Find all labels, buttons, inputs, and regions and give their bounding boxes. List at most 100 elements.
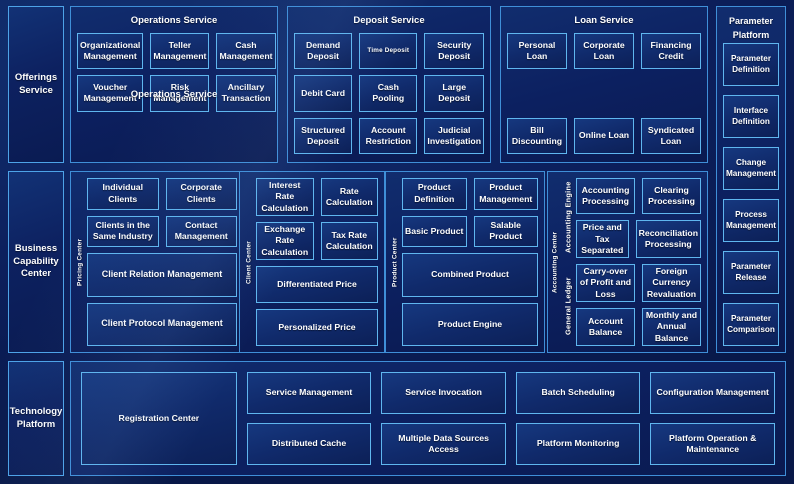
cell-security-deposit[interactable]: Security Deposit: [424, 33, 484, 70]
cell-individual-clients[interactable]: Individual Clients: [87, 178, 159, 210]
cell-teller-management[interactable]: Teller Management: [150, 33, 210, 70]
vlabel-accounting-center: Accounting Center: [551, 231, 559, 293]
cell-multiple-data-sources-access[interactable]: Multiple Data Sources Access: [381, 423, 506, 465]
cell-product-management[interactable]: Product Management: [473, 178, 538, 210]
grid-client-center: Interest Rate Calculation Rate Calculati…: [256, 178, 378, 346]
cell-service-management[interactable]: Service Management: [246, 372, 372, 414]
cell-basic-product[interactable]: Basic Product: [402, 215, 467, 248]
cell-voucher-management[interactable]: Voucher Management: [77, 75, 144, 112]
group-pricing-center[interactable]: Pricing Center Individual Clients Corpor…: [70, 171, 244, 353]
group-technology-platform[interactable]: Registration Center Service Management D…: [70, 361, 786, 476]
cell-clients-in-the-same-industry[interactable]: Clients in the Same Industry: [87, 215, 159, 248]
cell-configuration-management[interactable]: Configuration Management: [650, 372, 776, 414]
cell-rate-calculation[interactable]: Rate Calculation: [320, 178, 378, 216]
cell-carry-over-of-profit-and-loss[interactable]: Carry-over of Profit and Loss: [576, 264, 635, 303]
cell-personalized-price[interactable]: Personalized Price: [256, 308, 378, 346]
cell-organizational-management[interactable]: Organizational Management: [77, 33, 144, 70]
group-parameter-platform[interactable]: Parameter Platform Parameter Definition …: [716, 6, 786, 353]
cell-debit-card[interactable]: Debit Card: [294, 75, 353, 112]
col-tech-2: Service Invocation Multiple Data Sources…: [381, 372, 506, 465]
group-client-center[interactable]: Client Center Interest Rate Calculation …: [239, 171, 385, 353]
cell-account-balance[interactable]: Account Balance: [576, 308, 635, 346]
cell-demand-deposit[interactable]: Demand Deposit: [294, 33, 353, 70]
vlabel-general-ledger: General Ledger: [563, 277, 573, 335]
col-tech-4: Configuration Management Platform Operat…: [650, 372, 776, 465]
cell-parameter-definition[interactable]: Parameter Definition: [723, 43, 779, 86]
cell-syndicated-loan[interactable]: Syndicated Loan: [641, 117, 701, 154]
cell-financing-credit[interactable]: Financing Credit: [641, 33, 701, 70]
grid-technology-platform: Registration Center Service Management D…: [81, 372, 776, 465]
pair-accounting-3: Carry-over of Profit and Loss Foreign Cu…: [576, 264, 701, 303]
group-title-deposit-service: Deposit Service: [353, 15, 425, 26]
cell-account-restriction[interactable]: Account Restriction: [359, 117, 418, 154]
group-loan-service[interactable]: Loan Service Personal Loan Corporate Loa…: [500, 6, 708, 163]
cell-batch-scheduling[interactable]: Batch Scheduling: [515, 372, 641, 414]
col-tech-3: Batch Scheduling Platform Monitoring: [515, 372, 641, 465]
grid-loan-service: Personal Loan Corporate Loan Financing C…: [507, 33, 701, 154]
cell-monthly-and-annual-balance[interactable]: Monthly and Annual Balance: [642, 308, 701, 346]
grid-pricing-center: Individual Clients Corporate Clients Cli…: [87, 178, 237, 346]
group-product-center[interactable]: Product Center Product Definition Produc…: [385, 171, 545, 353]
cell-service-invocation[interactable]: Service Invocation: [381, 372, 506, 414]
pair-accounting-1: Accounting Processing Clearing Processin…: [576, 178, 701, 215]
pair-rates-1: Interest Rate Calculation Rate Calculati…: [256, 178, 378, 216]
cell-bill-discounting[interactable]: Bill Discounting: [507, 117, 567, 154]
pair-product-1: Product Definition Product Management: [402, 178, 538, 210]
cell-parameter-release[interactable]: Parameter Release: [723, 251, 779, 294]
cell-corporate-loan[interactable]: Corporate Loan: [574, 33, 634, 70]
group-deposit-service[interactable]: Deposit Service Demand Deposit Time Depo…: [287, 6, 491, 163]
pair-rates-2: Exchange Rate Calculation Tax Rate Calcu…: [256, 221, 378, 260]
vlabel-pricing-center: Pricing Center: [76, 238, 84, 286]
cell-client-protocol-management[interactable]: Client Protocol Management: [87, 302, 237, 346]
cell-judicial-investigation[interactable]: Judicial Investigation: [424, 117, 484, 154]
cell-combined-product[interactable]: Combined Product: [402, 253, 538, 297]
cell-platform-operation-maintenance[interactable]: Platform Operation & Maintenance: [650, 423, 776, 465]
row-technology-platform: Technology Platform: [8, 361, 786, 476]
cell-corporate-clients[interactable]: Corporate Clients: [165, 178, 237, 210]
vlabel-product-center: Product Center: [391, 237, 399, 287]
cell-reconciliation-processing[interactable]: Reconciliation Processing: [635, 220, 701, 259]
group-operations-service[interactable]: Operations Service Organizational Manage…: [70, 6, 278, 163]
cell-tax-rate-calculation[interactable]: Tax Rate Calculation: [320, 221, 378, 260]
pair-accounting-2: Price and Tax Separated Reconciliation P…: [576, 220, 701, 259]
cell-differentiated-price[interactable]: Differentiated Price: [256, 265, 378, 303]
cell-risk-management[interactable]: Risk Management: [150, 75, 210, 112]
cell-contact-management[interactable]: Contact Management: [165, 215, 237, 248]
cell-registration-center[interactable]: Registration Center: [81, 372, 237, 465]
cell-cash-pooling[interactable]: Cash Pooling: [359, 75, 418, 112]
cell-clearing-processing[interactable]: Clearing Processing: [642, 178, 701, 215]
group-accounting-center[interactable]: Accounting Center Accounting Engine Gene…: [547, 171, 708, 353]
row-label-offerings-service: Offerings Service: [8, 6, 64, 163]
pair-clients-1: Individual Clients Corporate Clients: [87, 178, 237, 210]
cell-online-loan[interactable]: Online Loan: [574, 117, 634, 154]
cell-platform-monitoring[interactable]: Platform Monitoring: [515, 423, 641, 465]
cell-cash-management[interactable]: Cash Management: [216, 33, 276, 70]
pair-accounting-4: Account Balance Monthly and Annual Balan…: [576, 308, 701, 346]
cell-process-management[interactable]: Process Management: [723, 199, 779, 242]
cell-time-deposit[interactable]: Time Deposit: [359, 33, 418, 70]
cell-personal-loan[interactable]: Personal Loan: [507, 33, 567, 70]
cell-accounting-processing[interactable]: Accounting Processing: [576, 178, 635, 215]
cell-salable-product[interactable]: Salable Product: [473, 215, 538, 248]
vlabel-client-center: Client Center: [245, 240, 253, 284]
cell-interface-definition[interactable]: Interface Definition: [723, 95, 779, 138]
cell-distributed-cache[interactable]: Distributed Cache: [246, 423, 372, 465]
grid-deposit-service: Demand Deposit Time Deposit Security Dep…: [294, 33, 484, 154]
overlay-title-operations-service: Operations Service: [130, 89, 218, 100]
cell-parameter-comparison[interactable]: Parameter Comparison: [723, 303, 779, 346]
cell-foreign-currency-revaluation[interactable]: Foreign Currency Revaluation: [642, 264, 701, 303]
row-business-capability-center: Business Capability Center: [8, 171, 786, 353]
cell-structured-deposit[interactable]: Structured Deposit: [294, 117, 353, 154]
cell-product-definition[interactable]: Product Definition: [402, 178, 467, 210]
cell-change-management[interactable]: Change Management: [723, 147, 779, 190]
col-tech-1: Service Management Distributed Cache: [246, 372, 372, 465]
group-title-operations-service: Operations Service: [130, 15, 218, 26]
cell-interest-rate-calculation[interactable]: Interest Rate Calculation: [256, 178, 314, 216]
cell-exchange-rate-calculation[interactable]: Exchange Rate Calculation: [256, 221, 314, 260]
cell-client-relation-management[interactable]: Client Relation Management: [87, 253, 237, 297]
cell-ancillary-transaction[interactable]: Ancillary Transaction: [216, 75, 276, 112]
spacer-operations: [77, 118, 276, 154]
cell-product-engine[interactable]: Product Engine: [402, 302, 538, 346]
cell-price-and-tax-separated[interactable]: Price and Tax Separated: [576, 220, 629, 259]
cell-large-deposit[interactable]: Large Deposit: [424, 75, 484, 112]
